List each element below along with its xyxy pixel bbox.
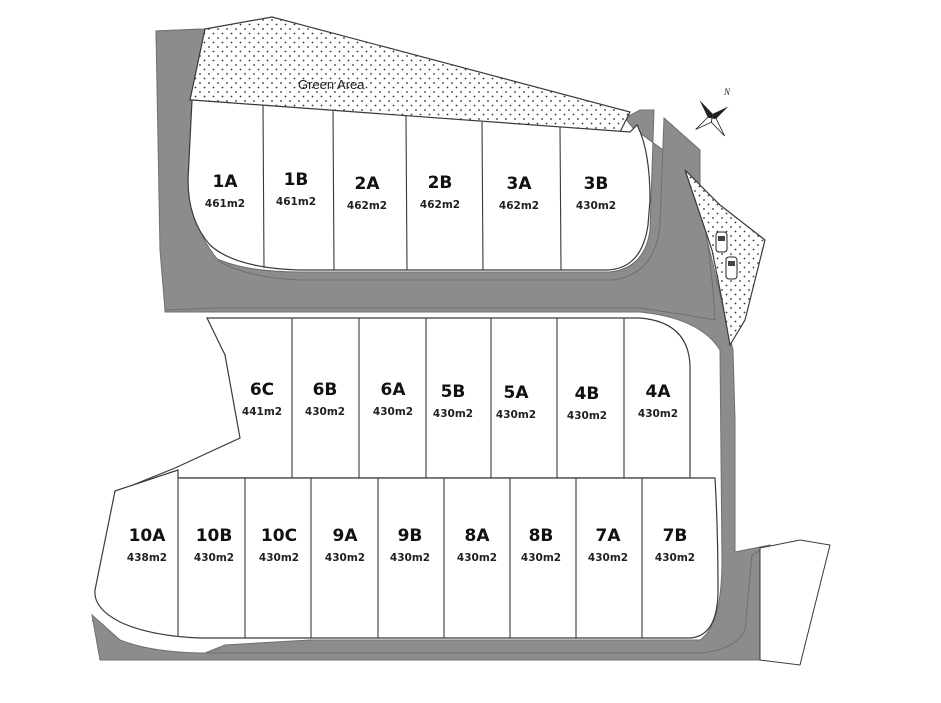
compass-north-label: N — [723, 87, 731, 97]
parked-car-icon — [715, 231, 738, 280]
verge-southeast — [759, 539, 831, 666]
lot-2a: 2A 462m2 — [347, 174, 387, 212]
lot-3b: 3B 430m2 — [576, 174, 616, 212]
lot-name: 9B — [398, 526, 423, 546]
lot-6c: 6C 441m2 — [242, 380, 282, 418]
lot-area: 430m2 — [373, 406, 413, 418]
lot-name: 10C — [261, 526, 297, 546]
lot-5a: 5A 430m2 — [496, 383, 536, 421]
lot-name: 1B — [284, 170, 309, 190]
lot-name: 4A — [646, 382, 672, 402]
lot-name: 10B — [196, 526, 233, 546]
lot-area: 430m2 — [433, 408, 473, 420]
lot-name: 8A — [465, 526, 491, 546]
lot-area: 430m2 — [576, 200, 616, 212]
lot-7b: 7B 430m2 — [655, 526, 695, 564]
road-network — [91, 28, 771, 661]
lot-5b: 5B 430m2 — [433, 382, 473, 420]
lot-area: 430m2 — [457, 552, 497, 564]
lot-10a: 10A 438m2 — [127, 526, 167, 564]
lot-name: 7A — [596, 526, 622, 546]
road-northwest — [155, 28, 716, 321]
block-south — [94, 469, 719, 639]
lot-6a: 6A 430m2 — [373, 380, 413, 418]
lot-4b: 4B 430m2 — [567, 384, 607, 422]
lot-name: 10A — [129, 526, 167, 546]
green-strip-east — [684, 169, 766, 347]
lot-area: 430m2 — [588, 552, 628, 564]
lot-area: 462m2 — [347, 200, 387, 212]
lot-area: 461m2 — [205, 198, 245, 210]
lot-area: 430m2 — [567, 410, 607, 422]
block-middle-outline — [117, 317, 691, 492]
lot-name: 2B — [428, 173, 453, 193]
lot-area: 462m2 — [499, 200, 539, 212]
lot-area: 441m2 — [242, 406, 282, 418]
lot-name: 7B — [663, 526, 688, 546]
lot-name: 8B — [529, 526, 554, 546]
road-south — [91, 544, 771, 661]
lot-9a: 9A 430m2 — [325, 526, 365, 564]
lot-4a: 4A 430m2 — [638, 382, 678, 420]
block-south-outline — [94, 469, 719, 639]
lot-name: 3B — [584, 174, 609, 194]
lot-1b: 1B 461m2 — [276, 170, 316, 208]
lot-2b: 2B 462m2 — [420, 173, 460, 211]
lot-name: 6B — [313, 380, 338, 400]
lot-name: 3A — [507, 174, 533, 194]
lot-area: 430m2 — [390, 552, 430, 564]
lot-9b: 9B 430m2 — [390, 526, 430, 564]
lot-6b: 6B 430m2 — [305, 380, 345, 418]
lot-name: 6A — [381, 380, 407, 400]
lot-area: 430m2 — [521, 552, 561, 564]
lot-name: 6C — [250, 380, 274, 400]
lot-area: 430m2 — [194, 552, 234, 564]
lot-area: 430m2 — [325, 552, 365, 564]
lot-8b: 8B 430m2 — [521, 526, 561, 564]
lot-area: 462m2 — [420, 199, 460, 211]
lot-area: 430m2 — [638, 408, 678, 420]
lot-area: 430m2 — [259, 552, 299, 564]
green-area-label: Green Area — [298, 77, 365, 92]
lot-3a: 3A 462m2 — [499, 174, 539, 212]
block-north-outline — [187, 99, 651, 271]
lot-1a: 1A 461m2 — [205, 172, 245, 210]
block-north — [187, 99, 651, 271]
lot-7a: 7A 430m2 — [588, 526, 628, 564]
lot-area: 430m2 — [305, 406, 345, 418]
lot-8a: 8A 430m2 — [457, 526, 497, 564]
lot-labels: 1A 461m2 1B 461m2 2A 462m2 2B 462m2 3A 462m2 3B 430… — [127, 170, 695, 564]
lot-area: 430m2 — [655, 552, 695, 564]
block-middle — [117, 317, 691, 492]
lot-name: 5B — [441, 382, 466, 402]
lot-name: 5A — [504, 383, 530, 403]
lot-area: 430m2 — [496, 409, 536, 421]
lot-name: 1A — [213, 172, 239, 192]
green-area — [189, 16, 631, 133]
lot-name: 2A — [355, 174, 381, 194]
compass-rose-icon — [695, 99, 729, 137]
lot-10c: 10C 430m2 — [259, 526, 299, 564]
lot-name: 4B — [575, 384, 600, 404]
lot-10b: 10B 430m2 — [194, 526, 234, 564]
lot-area: 438m2 — [127, 552, 167, 564]
lot-area: 461m2 — [276, 196, 316, 208]
lot-name: 9A — [333, 526, 359, 546]
